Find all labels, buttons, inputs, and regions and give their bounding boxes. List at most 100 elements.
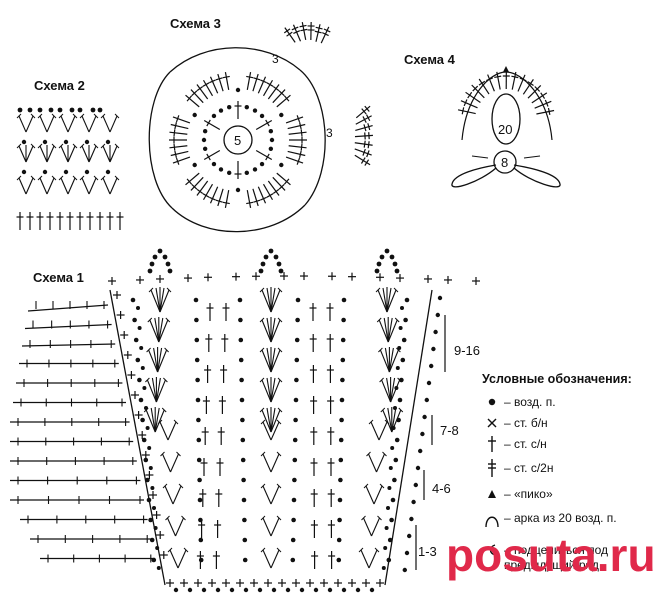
scheme-4-chart: [451, 66, 561, 188]
scheme-2-vee: [58, 113, 78, 133]
stitch-line: [24, 323, 112, 330]
chain-dot: [292, 477, 297, 483]
chain-dot: [279, 162, 284, 168]
scheme-3-dc: [169, 147, 190, 160]
chain-dot: [374, 268, 380, 274]
chain-dot: [390, 446, 395, 450]
scheme-1-fan: [148, 286, 172, 313]
scheme-1-dc: [327, 519, 336, 539]
scheme-1-sc: [235, 578, 245, 588]
scheme-1-dc: [326, 333, 335, 353]
cross-icon: [482, 417, 502, 429]
chain-dot: [290, 557, 296, 563]
legend-item-chain: – возд. п.: [482, 392, 632, 413]
chain-dot: [431, 346, 436, 352]
scheme-3-dc: [284, 153, 305, 167]
legend-item-label: – подцепиться под предыдущий ряд: [504, 542, 609, 572]
scheme-1-dc: [199, 457, 209, 477]
chain-dot: [153, 526, 158, 530]
chain-dot: [260, 261, 266, 267]
row-label-9-16: 9-16: [454, 343, 481, 358]
chain-dot: [341, 297, 347, 303]
legend-item-label: – «пико»: [504, 487, 553, 501]
scheme-1-sc: [299, 271, 309, 281]
scheme-3-dc: [286, 147, 307, 160]
chain-dot: [21, 169, 27, 175]
scheme-2-vee: [37, 143, 57, 163]
scheme-3-center-number: 5: [234, 133, 242, 148]
scheme-1-sc: [263, 578, 273, 588]
scheme-1-sc: [123, 350, 133, 360]
watermark-logo: posuta.ru: [446, 529, 656, 581]
chain-dot: [292, 457, 298, 463]
chain-dot: [395, 366, 400, 370]
scheme-2-dc: [95, 211, 105, 231]
scheme-1-dc: [327, 488, 336, 508]
scheme-3-dc: [168, 141, 189, 152]
chain-dot: [148, 517, 153, 523]
chain-dot: [140, 366, 145, 370]
chain-dot: [239, 377, 244, 383]
chain-dot: [187, 587, 193, 593]
scheme-2-vee: [37, 113, 57, 133]
scheme-2-vee: [58, 175, 78, 195]
scheme-1-sc: [137, 430, 147, 440]
chain-dot: [337, 497, 343, 503]
chain-dot: [341, 587, 347, 593]
chain-dot: [381, 566, 386, 570]
chain-dot: [401, 337, 407, 343]
scheme-3-dc: [243, 188, 255, 210]
scheme-1-vee: [162, 483, 184, 505]
scheme-1-sc: [155, 530, 165, 540]
scheme-2-dc: [55, 211, 65, 231]
scheme-1-vee: [363, 483, 385, 505]
chain-dot: [387, 537, 393, 543]
legend: Условные обозначения: – возд. п. – ст. б…: [482, 373, 632, 583]
chain-dot: [279, 112, 284, 118]
scheme-1-sc: [207, 578, 217, 588]
chain-dot: [336, 537, 342, 543]
legend-item-tr: – ст. с/2н: [482, 455, 632, 482]
chain-dot: [148, 466, 153, 470]
chain-dot: [201, 587, 207, 593]
chain-dot: [338, 437, 344, 443]
chain-dot: [294, 377, 299, 383]
scheme-1-dc: [326, 395, 335, 415]
chain-dot: [138, 397, 144, 403]
scheme-1-dc: [220, 333, 229, 353]
scheme-3-dc: [169, 120, 190, 133]
legend-item-label: – возд. п.: [504, 395, 556, 409]
scheme-1-sc: [134, 410, 144, 420]
chain-dot: [235, 87, 241, 93]
chain-dot: [337, 517, 342, 523]
chain-dot: [273, 254, 279, 260]
chain-dot: [400, 306, 404, 310]
chain-dot: [376, 261, 382, 267]
chain-dot: [144, 406, 148, 410]
scheme-1-sc: [423, 274, 433, 284]
chain-dot: [218, 167, 224, 172]
chain-dot: [389, 254, 395, 260]
scheme-1-sc: [130, 390, 140, 400]
scheme-2-vee: [100, 143, 120, 163]
chain-dot: [48, 107, 54, 113]
scheme-1-vee: [368, 419, 390, 441]
scheme-1-fan: [259, 286, 283, 313]
chain-dot: [152, 254, 158, 260]
chain-dot: [238, 317, 243, 323]
chain-dot: [338, 457, 344, 463]
scheme-1-dc: [212, 550, 221, 570]
scheme-2-dc: [105, 211, 115, 231]
chain-dot: [291, 497, 297, 503]
scheme-1-fan: [259, 346, 283, 373]
chain-dot: [218, 108, 224, 113]
scheme-1-sc: [115, 310, 126, 320]
scheme-2-dc: [85, 211, 95, 231]
chain-dot: [202, 146, 208, 151]
scheme-3-petal-tr: [354, 131, 374, 141]
chain-dot: [241, 497, 247, 503]
chain-dot: [252, 167, 258, 172]
scheme-2-title: Схема 2: [34, 78, 85, 93]
scheme-3-dc: [221, 70, 233, 92]
scheme-1-sc: [126, 370, 136, 380]
